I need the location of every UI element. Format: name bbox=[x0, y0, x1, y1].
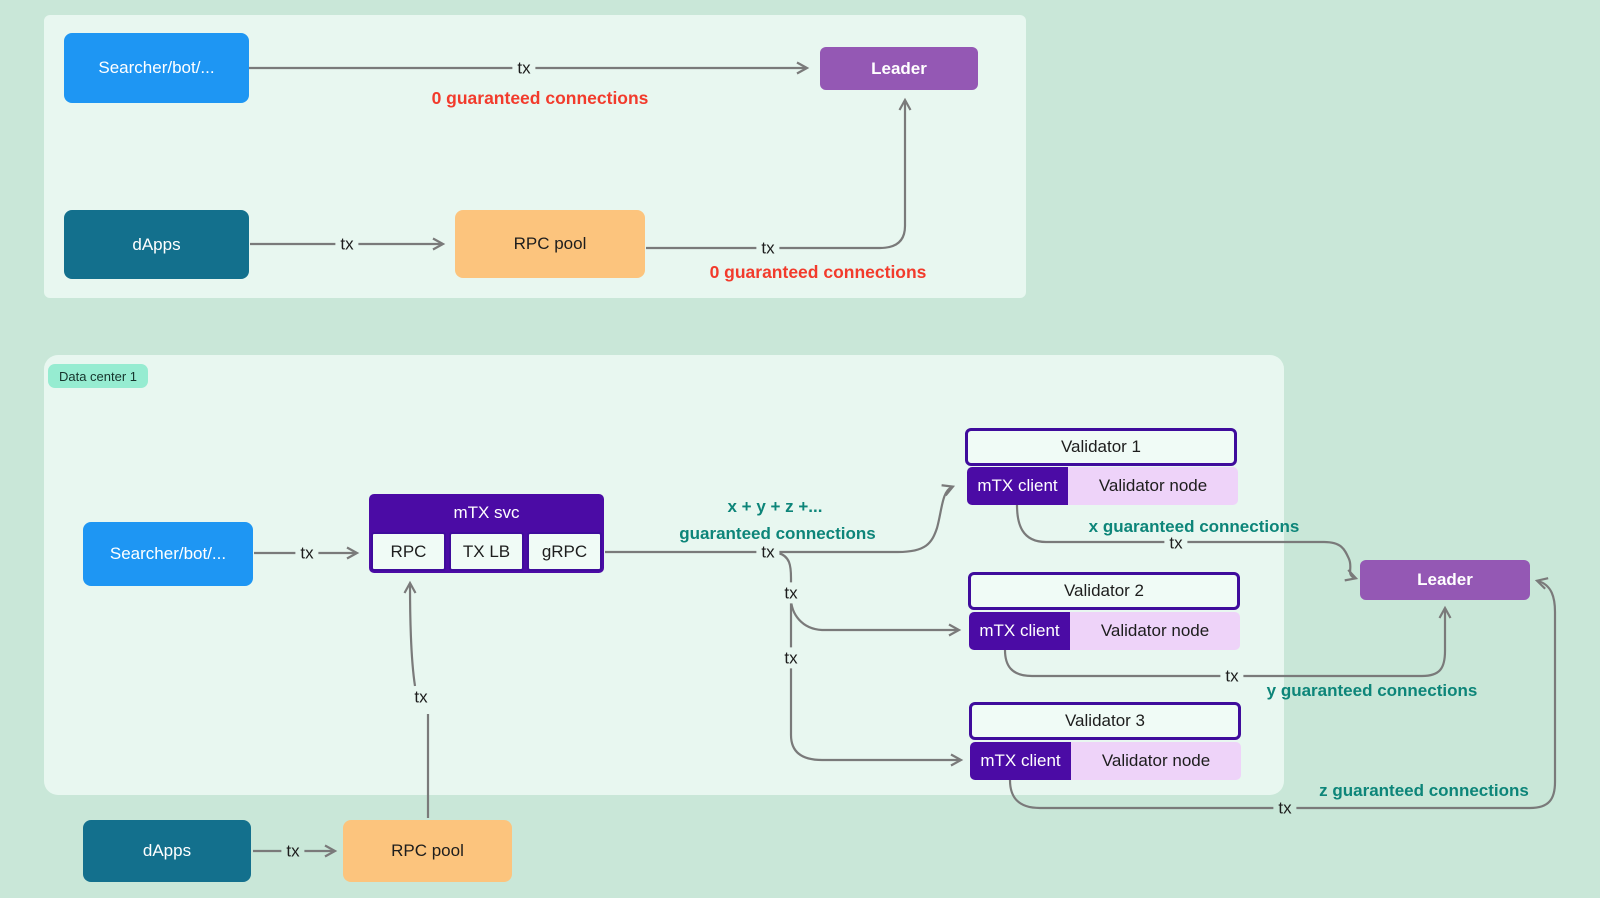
edge-grpc-validator1 bbox=[605, 484, 956, 554]
tx-label: tx bbox=[756, 237, 780, 259]
rpc-pool-label: RPC pool bbox=[513, 234, 587, 253]
mtx-cell-txlb: TX LB bbox=[449, 532, 524, 571]
edge-branch-validator3 bbox=[777, 551, 964, 767]
searcher-bot-node-top: Searcher/bot/... bbox=[64, 33, 249, 103]
tx-label: tx bbox=[295, 542, 319, 564]
dapps-label: dApps bbox=[132, 234, 181, 254]
leader-node-top: Leader bbox=[820, 47, 978, 90]
mtx-svc-row: RPC TX LB gRPC bbox=[369, 532, 604, 573]
tx-label: tx bbox=[1164, 532, 1188, 554]
searcher-bot-label: Searcher/bot/... bbox=[109, 544, 227, 563]
validator3-node: Validator node bbox=[1071, 742, 1241, 780]
validator1-title-box: Validator 1 bbox=[965, 428, 1237, 466]
validator2-mtx-client: mTX client bbox=[969, 612, 1070, 650]
tx-label: tx bbox=[1220, 665, 1244, 687]
data-center-title: Data center 1 bbox=[58, 368, 138, 384]
z-guaranteed-connections: z guaranteed connections bbox=[1319, 781, 1529, 800]
sum-connections-line2: guaranteed connections bbox=[679, 524, 876, 543]
mtx-cell-grpc: gRPC bbox=[527, 532, 602, 571]
tx-label: tx bbox=[335, 233, 359, 255]
validator1-node: Validator node bbox=[1068, 467, 1238, 505]
edge-validator3-leader2 bbox=[1008, 577, 1557, 810]
x-guaranteed-connections: x guaranteed connections bbox=[1088, 517, 1300, 536]
mtx-svc-node: mTX svc RPC TX LB gRPC bbox=[369, 494, 604, 573]
edge-validator1-leader2 bbox=[1015, 504, 1359, 582]
warning-zero-connections-top: 0 guaranteed connections bbox=[431, 88, 649, 108]
warning-zero-connections-bottom: 0 guaranteed connections bbox=[709, 262, 927, 282]
tx-label: tx bbox=[779, 582, 803, 604]
dapps-node: dApps bbox=[83, 820, 251, 882]
mtx-cell-rpc: RPC bbox=[371, 532, 446, 571]
sum-connections-line1: x + y + z +... bbox=[727, 497, 823, 516]
tx-label: tx bbox=[512, 57, 536, 79]
validator3-mtx-client: mTX client bbox=[970, 742, 1071, 780]
tx-label: tx bbox=[756, 541, 780, 563]
validator3-title-box: Validator 3 bbox=[969, 702, 1241, 740]
leader-label: Leader bbox=[1417, 570, 1473, 589]
tx-label: tx bbox=[281, 840, 305, 862]
validator2-title-box: Validator 2 bbox=[968, 572, 1240, 610]
validator2-node: Validator node bbox=[1070, 612, 1240, 650]
dapps-label: dApps bbox=[142, 841, 192, 860]
leader-label: Leader bbox=[871, 58, 927, 78]
data-center-badge: Data center 1 bbox=[48, 364, 148, 388]
y-guaranteed-connections: y guaranteed connections bbox=[1266, 681, 1478, 700]
dapps-node-top: dApps bbox=[64, 210, 249, 279]
rpc-pool-node: RPC pool bbox=[343, 820, 512, 882]
tx-label: tx bbox=[1273, 797, 1297, 819]
rpc-pool-label: RPC pool bbox=[391, 841, 464, 860]
leader-node: Leader bbox=[1360, 560, 1530, 600]
edge-rpc1-leader1 bbox=[646, 97, 912, 250]
tx-label: tx bbox=[779, 647, 803, 669]
rpc-pool-node-top: RPC pool bbox=[455, 210, 645, 278]
tx-label: tx bbox=[409, 686, 433, 708]
searcher-bot-node: Searcher/bot/... bbox=[83, 522, 253, 586]
searcher-bot-label: Searcher/bot/... bbox=[98, 58, 215, 77]
edge-rpc2-mtxsvc-upper bbox=[403, 580, 417, 687]
mtx-svc-header: mTX svc bbox=[453, 503, 520, 522]
validator1-mtx-client: mTX client bbox=[967, 467, 1068, 505]
edge-validator2-leader2 bbox=[1003, 605, 1452, 678]
edge-branch-validator2 bbox=[789, 597, 962, 637]
